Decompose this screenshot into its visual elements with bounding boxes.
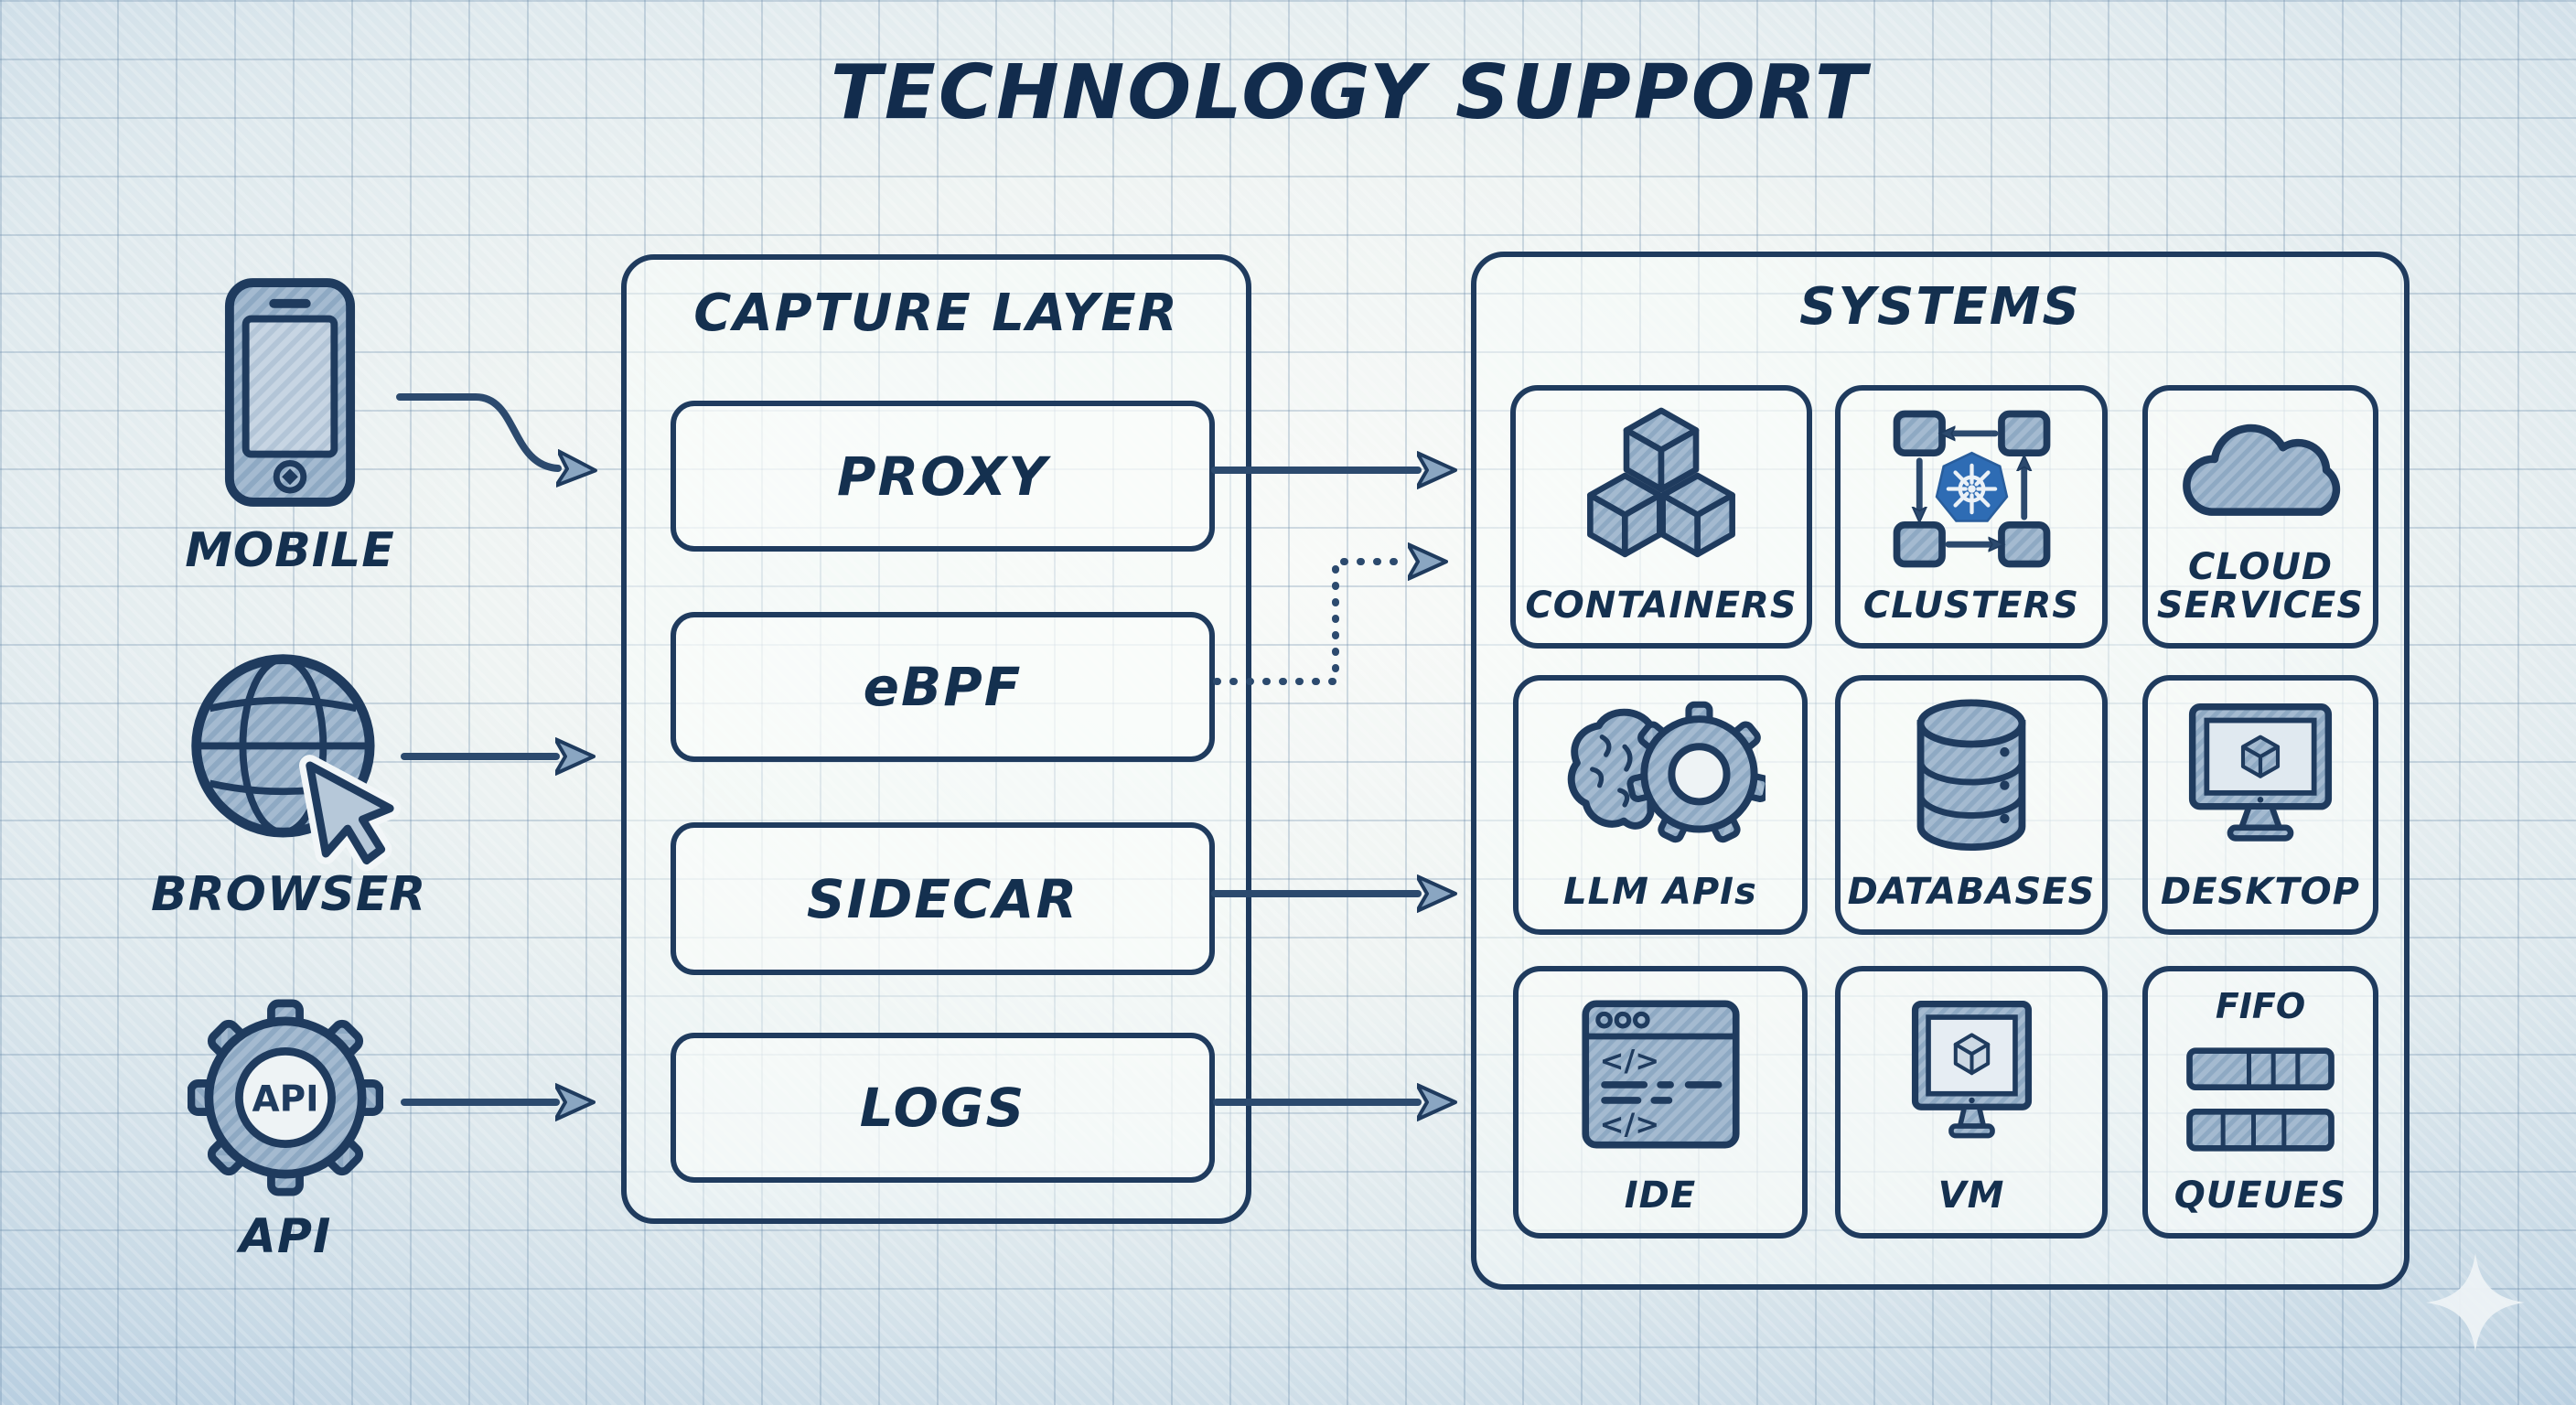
capture-layer-panel: CAPTURE LAYER PROXY eBPF SIDECAR LOGS [621, 254, 1251, 1224]
capture-item-proxy: PROXY [671, 401, 1215, 552]
smartphone-icon [224, 278, 356, 507]
code-glyph: </> [1599, 1106, 1659, 1141]
system-cell-label: IDE [1624, 1174, 1697, 1217]
sparkle-icon [2426, 1253, 2525, 1352]
capture-item-label: eBPF [863, 656, 1023, 718]
systems-panel: SYSTEMS [1471, 252, 2410, 1290]
system-cell-label: CLOUD SERVICES [2156, 546, 2365, 627]
system-cell-clusters: CLUSTERS [1835, 385, 2108, 649]
kubernetes-cluster-icon [1893, 410, 2050, 567]
capture-item-label: SIDECAR [806, 867, 1079, 930]
queue-caption: FIFO [2215, 986, 2306, 1026]
system-cell-label: DESKTOP [2161, 871, 2360, 913]
system-cell-cloud-services: CLOUD SERVICES [2142, 385, 2378, 649]
system-cell-desktop: DESKTOP [2142, 675, 2378, 935]
capture-item-logs: LOGS [671, 1033, 1215, 1183]
systems-heading: SYSTEMS [1799, 277, 2081, 337]
system-cell-label: LLM APIs [1563, 871, 1757, 913]
system-cell-label: CONTAINERS [1525, 585, 1798, 627]
system-cell-ide: </> </> IDE [1513, 966, 1808, 1239]
source-label-mobile: MOBILE [185, 523, 395, 578]
globe-cursor-icon [191, 654, 401, 872]
capture-item-label: LOGS [859, 1077, 1026, 1139]
system-cell-vm: VM [1835, 966, 2108, 1239]
vm-monitor-icon [1911, 1000, 2032, 1139]
system-cell-label: CLUSTERS [1862, 585, 2080, 627]
brain-gear-icon [1567, 701, 1766, 843]
source-label-api: API [239, 1209, 332, 1264]
system-cell-queues: FIFO QUEUES [2142, 966, 2378, 1239]
gear-api-icon: API [188, 999, 383, 1196]
cloud-icon [2183, 424, 2341, 516]
gear-api-text: API [252, 1079, 318, 1121]
page-title: TECHNOLOGY SUPPORT [831, 49, 1869, 136]
capture-item-sidecar: SIDECAR [671, 822, 1215, 975]
code-glyph: </> [1599, 1043, 1659, 1078]
system-cell-label: DATABASES [1847, 871, 2096, 913]
desktop-monitor-icon [2188, 702, 2333, 842]
capture-item-ebpf: eBPF [671, 612, 1215, 762]
system-cell-label: VM [1937, 1174, 2005, 1217]
source-label-browser: BROWSER [151, 867, 427, 922]
database-icon [1916, 699, 2026, 852]
capture-item-label: PROXY [836, 445, 1049, 508]
system-cell-containers: CONTAINERS [1510, 385, 1812, 649]
system-cell-llm-apis: LLM APIs [1513, 675, 1808, 935]
containers-icon [1587, 407, 1735, 558]
arrow-mobile-to-capture [396, 393, 558, 468]
system-cell-databases: DATABASES [1835, 675, 2108, 935]
queue-icon [2186, 1046, 2334, 1152]
code-editor-icon: </> </> [1581, 1000, 1740, 1148]
capture-layer-heading: CAPTURE LAYER [693, 284, 1179, 343]
system-cell-label: QUEUES [2174, 1174, 2347, 1217]
